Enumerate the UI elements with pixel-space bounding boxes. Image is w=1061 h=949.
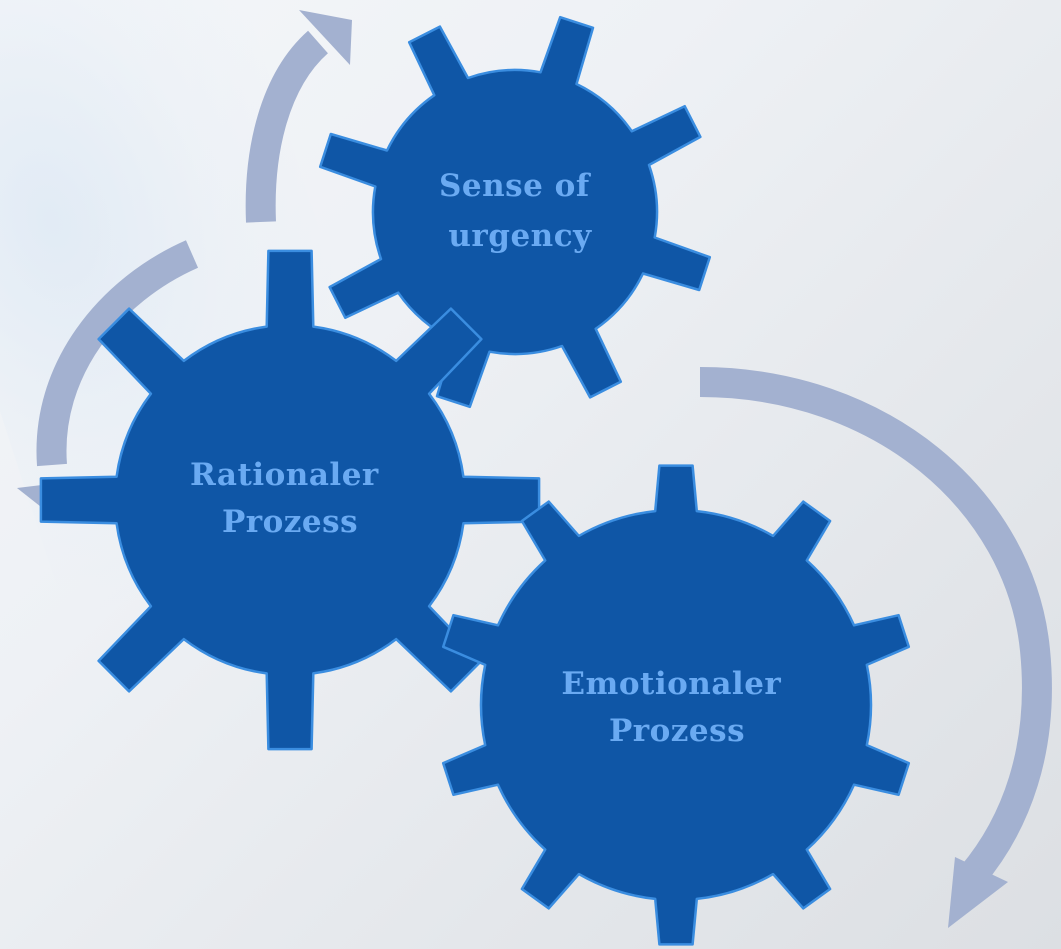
gear-label-line: Emotionaler [561,666,781,702]
gear-label-line: urgency [448,218,592,254]
arrow-top-curved [245,10,352,223]
gear-label-emotionaler-prozess: Emotionaler Prozess [561,666,792,749]
gear-label-sense-of-urgency: Sense of urgency [439,168,601,254]
gear-label-line: Sense of [439,168,591,204]
arrow-right-curved [699,367,1052,928]
gear-label-line: Rationaler [190,457,379,493]
gear-emotionaler-prozess [441,464,911,946]
gear-rationaler-prozess [39,249,541,751]
gear-label-line: Prozess [609,713,745,749]
gear-label-rationaler-prozess: Rationaler Prozess [190,457,390,540]
gear-sense-of-urgency [318,15,712,409]
gear-label-line: Prozess [222,504,358,540]
